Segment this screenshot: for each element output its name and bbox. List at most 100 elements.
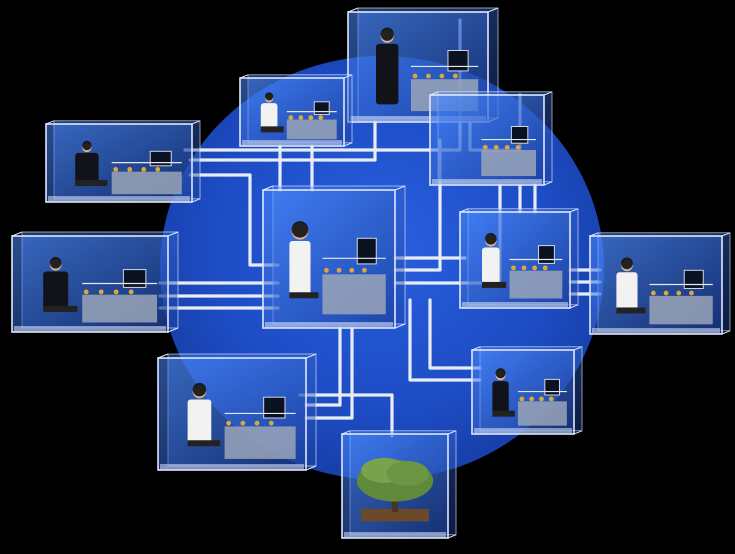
person-legs [260, 126, 284, 133]
glass-edge [305, 353, 317, 359]
machine-body [224, 426, 296, 459]
brass-valve [676, 290, 682, 296]
brass-valve [539, 396, 544, 402]
machine-body [517, 401, 567, 426]
person-body [289, 241, 311, 297]
monitor [122, 269, 147, 288]
module-box-1 [239, 74, 353, 147]
box-base [350, 116, 486, 122]
brass-valve [98, 289, 104, 295]
brass-valve [548, 396, 554, 402]
brass-valve [532, 265, 538, 271]
brass-valve [298, 115, 304, 120]
person-legs [492, 410, 515, 417]
brass-valve [324, 267, 329, 273]
glass-edge [157, 353, 169, 359]
brass-valve [412, 73, 418, 79]
glass-edge [191, 120, 201, 125]
monitor [538, 245, 555, 264]
monitor [683, 269, 704, 289]
machine-body [481, 149, 537, 177]
module-box-4 [262, 185, 406, 329]
monitor [263, 396, 286, 419]
glass-edge [459, 208, 469, 213]
brass-valve [439, 73, 445, 79]
pipe-12 [408, 298, 482, 382]
person-body [616, 272, 638, 312]
brass-valve [128, 289, 134, 295]
bonsai-canopy [386, 461, 429, 486]
brass-valve [127, 166, 133, 172]
brass-valve [515, 144, 521, 150]
box-base [592, 328, 720, 334]
brass-valve [141, 166, 147, 172]
glass-edge [447, 534, 457, 539]
bonsai-pot [361, 508, 429, 522]
brass-valve [240, 420, 246, 426]
glass-edge [487, 7, 499, 13]
brass-valve [288, 115, 294, 120]
person-body [187, 399, 212, 445]
box-base [344, 532, 446, 538]
brass-valve [504, 144, 510, 150]
glass-edge [394, 185, 406, 191]
module-layer [11, 7, 731, 539]
box-base [474, 428, 572, 434]
monitor [149, 150, 172, 167]
monitor [313, 101, 330, 115]
brass-valve [651, 290, 656, 296]
glass-edge [573, 430, 583, 435]
person-hair [380, 27, 394, 41]
brass-valve [529, 396, 535, 402]
glass-edge [543, 181, 553, 186]
box-base [160, 464, 304, 470]
brass-valve [511, 265, 516, 271]
box-base [432, 179, 542, 185]
machine-body [82, 294, 158, 323]
machine-body [322, 274, 386, 315]
brass-valve [519, 396, 525, 402]
person-hair [291, 221, 309, 238]
glass-edge [341, 430, 351, 435]
glass-edge [447, 430, 457, 435]
machine-body [111, 171, 182, 195]
glass-edge [262, 185, 274, 191]
person-body [75, 152, 99, 185]
module-box-2 [45, 120, 201, 203]
person-legs [616, 307, 646, 314]
box-base [48, 196, 190, 202]
glass-edge [239, 74, 249, 79]
module-box-3 [429, 91, 553, 186]
person-hair [621, 257, 633, 270]
glass-edge [167, 231, 179, 237]
glass-edge [429, 91, 439, 96]
glass-edge [721, 232, 731, 237]
pipe-15 [304, 326, 354, 420]
glass-edge [11, 231, 23, 237]
monitor [447, 50, 469, 72]
glass-edge [589, 232, 599, 237]
module-box-6 [459, 208, 579, 309]
brass-valve [482, 144, 488, 150]
glass-edge [45, 120, 55, 125]
person-hair [192, 382, 207, 397]
brass-valve [113, 166, 119, 172]
pipe-0 [188, 120, 377, 162]
person-hair [49, 257, 62, 269]
brass-valve [268, 420, 274, 426]
brass-valve [113, 289, 119, 295]
glass-edge [343, 142, 353, 147]
glass-edge [569, 304, 579, 309]
machine-body [509, 270, 563, 299]
person-body [492, 381, 509, 415]
person-legs [187, 440, 221, 447]
person-hair [485, 233, 497, 245]
glass-edge [394, 323, 406, 329]
person-body [43, 271, 69, 310]
brass-valve [226, 420, 232, 426]
person-hair [82, 140, 92, 151]
brass-valve [308, 115, 314, 120]
machine-body [649, 295, 713, 325]
glass-edge [573, 346, 583, 351]
